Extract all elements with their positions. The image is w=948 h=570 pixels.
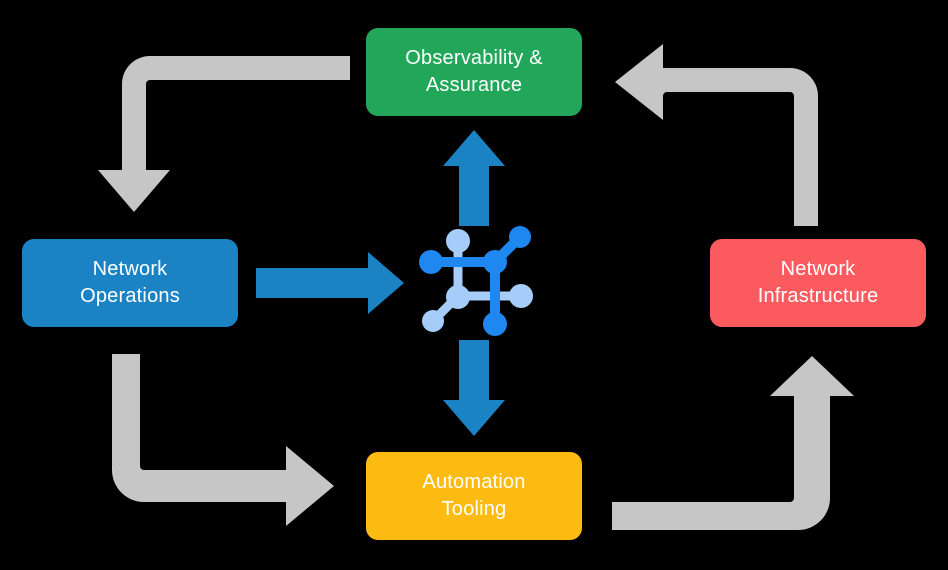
node-network-infrastructure[interactable]: Network Infrastructure (710, 239, 926, 327)
connector-center-to-automation (443, 340, 505, 436)
connector-automation-to-infrastructure (612, 356, 854, 530)
connector-operations-to-center (256, 252, 404, 314)
network-topology-icon (419, 226, 533, 336)
connector-infrastructure-to-observability (615, 44, 818, 226)
connector-center-to-observability (443, 130, 505, 226)
node-network-operations[interactable]: Network Operations (22, 239, 238, 327)
connector-observability-to-operations (98, 56, 350, 212)
node-observability[interactable]: Observability & Assurance (366, 28, 582, 116)
node-automation-tooling[interactable]: Automation Tooling (366, 452, 582, 540)
connector-operations-to-automation (112, 354, 334, 526)
